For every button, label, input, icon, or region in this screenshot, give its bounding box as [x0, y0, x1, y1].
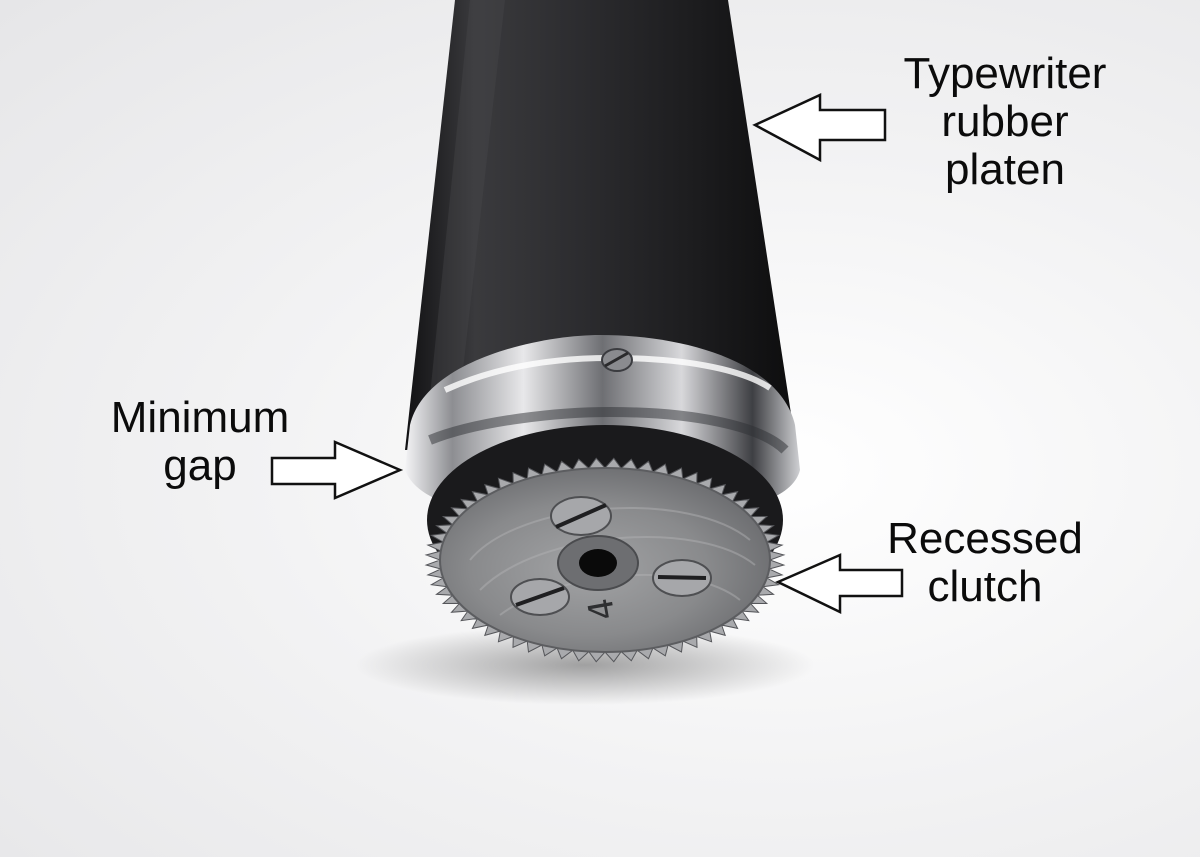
platen-arrow [752, 93, 887, 163]
label-platen-line2: rubber [941, 97, 1069, 146]
set-screw [601, 348, 633, 372]
label-minimum-gap: Minimum gap [95, 394, 305, 490]
rubber-platen-body [405, 0, 795, 450]
gear-screw-left [510, 578, 570, 616]
label-platen: Typewriter rubber platen [880, 50, 1130, 194]
label-recessed-clutch: Recessed clutch [870, 515, 1100, 611]
center-hole [557, 535, 639, 591]
gear-screw-top [550, 496, 612, 536]
label-platen-line1: Typewriter [903, 49, 1107, 98]
label-platen-line3: platen [945, 145, 1065, 194]
roller-shadow [355, 625, 815, 705]
gap-arrow [270, 440, 404, 500]
chrome-lower-band [428, 406, 789, 454]
label-gap-line2: gap [163, 441, 237, 490]
label-clutch-line2: clutch [927, 562, 1043, 611]
platen-highlight [425, 0, 505, 445]
label-gap-line1: Minimum [110, 393, 290, 442]
label-clutch-line1: Recessed [887, 514, 1083, 563]
clutch-arrow [775, 553, 904, 614]
gear-screw-right [652, 559, 712, 597]
